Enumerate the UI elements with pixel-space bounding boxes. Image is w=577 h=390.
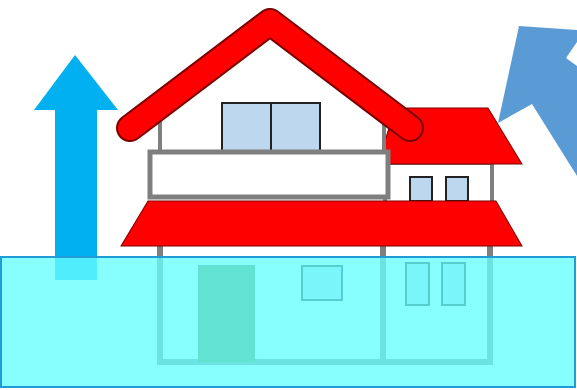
lower-roof [121, 201, 522, 246]
flood-water [1, 257, 575, 387]
annex-window-right [446, 177, 468, 201]
upper-window [222, 103, 320, 153]
rising-arrow-shaft [55, 108, 97, 280]
rising-water-arrow [34, 55, 118, 280]
balcony [150, 152, 388, 197]
annex-window-left [410, 177, 432, 201]
annex-upper-wall [385, 163, 492, 203]
